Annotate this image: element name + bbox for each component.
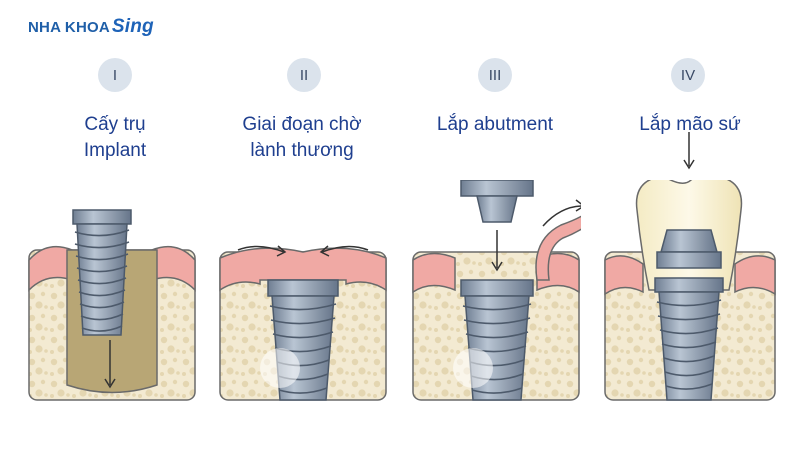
- healing-glow: [453, 348, 493, 388]
- step-1-title-line1: Cấy trụ: [84, 114, 146, 135]
- step-3-title-line1: Lắp abutment: [436, 114, 554, 135]
- step-4-arrow: [683, 132, 695, 170]
- step-2-title-line1: Giai đoạn chờ: [242, 114, 362, 135]
- abutment: [656, 229, 722, 269]
- healing-glow: [260, 348, 300, 388]
- logo-prefix: NHA KHOA: [28, 19, 110, 36]
- step-2-title-line2: lành thương: [250, 140, 354, 161]
- step-4-title: Lắp mão sứ: [620, 112, 760, 138]
- step-1-title-line2: Implant: [83, 140, 147, 161]
- step-1-illustration: [27, 180, 197, 402]
- step-3-illustration: [412, 180, 581, 401]
- left-arrow-icon: [237, 245, 285, 253]
- step-2-illustration: [219, 245, 387, 401]
- step-3-title: Lắp abutment: [425, 112, 565, 138]
- step-3-number: III: [478, 58, 512, 92]
- step-4-illustration: [604, 180, 776, 401]
- step-1-title: Cấy trụ Implant: [60, 112, 170, 164]
- implant-screw: [72, 209, 132, 336]
- right-arrow-icon: [321, 245, 369, 253]
- step-2-title: Giai đoạn chờ lành thương: [222, 112, 382, 164]
- step-2-number: II: [287, 58, 321, 92]
- abutment: [460, 180, 534, 223]
- step-4-number: IV: [671, 58, 705, 92]
- step-1-number: I: [98, 58, 132, 92]
- step-4-title-line1: Lắp mão sứ: [639, 114, 741, 135]
- gum-flap: [535, 215, 581, 281]
- curved-arrow-icon: [542, 205, 581, 227]
- logo-brand: Sing: [111, 16, 154, 37]
- gum-tissue: [219, 247, 387, 292]
- implant-screw: [654, 277, 724, 401]
